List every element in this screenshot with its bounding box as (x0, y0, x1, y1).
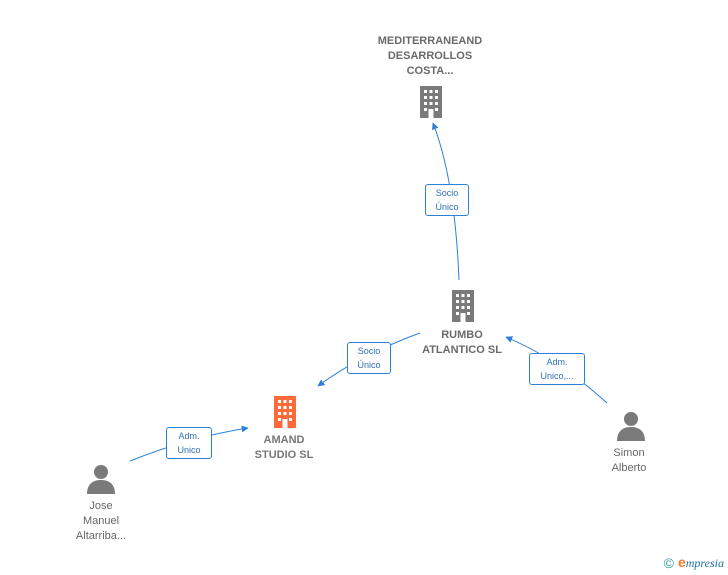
node-label-jose-manuel[interactable]: Jose Manuel Altarriba... (75, 500, 127, 542)
node-label-simon-alberto[interactable]: Simon Alberto (611, 447, 647, 474)
copyright-icon: © (663, 554, 674, 571)
edge-label-adm-unico: Adm. Unico (166, 427, 212, 459)
edge-label-socio-unico: Socio Único (347, 342, 391, 374)
empresia-logo[interactable]: empresia (677, 554, 724, 570)
building-icon[interactable] (274, 396, 296, 428)
footer-branding: © empresia (664, 554, 724, 571)
edge-label-adm-unico: Adm. Unico,... (529, 353, 585, 385)
node-label-rumbo-atlantico[interactable]: RUMBO ATLANTICO SL (422, 329, 502, 356)
node-label-mediterraneand[interactable]: MEDITERRANEAND DESARROLLOS COSTA... (377, 35, 483, 77)
building-icon[interactable] (452, 290, 474, 322)
person-icon[interactable] (617, 412, 645, 441)
node-label-amand-studio[interactable]: AMAND STUDIO SL (254, 434, 314, 461)
building-icon[interactable] (420, 86, 442, 118)
edge-label-socio-unico: Socio Único (425, 184, 469, 216)
person-icon[interactable] (87, 465, 115, 494)
